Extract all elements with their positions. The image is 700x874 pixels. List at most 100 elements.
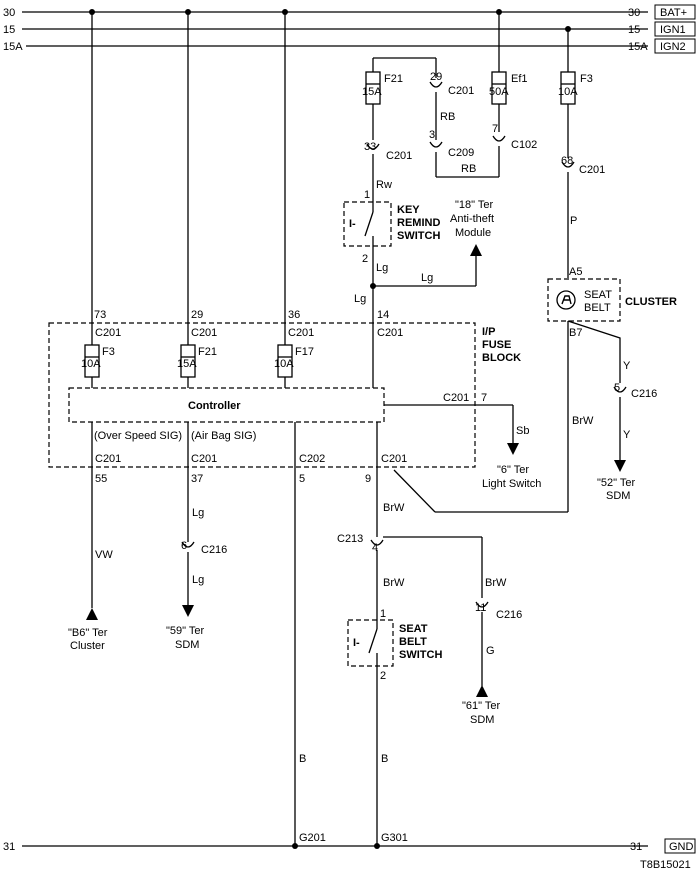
rail-ign2-tag: IGN2	[660, 41, 686, 53]
fuse-block-title2: FUSE	[482, 339, 511, 351]
cluster-title: CLUSTER	[625, 296, 677, 308]
rail-ign1-tag: IGN1	[660, 24, 686, 36]
c201-68-pin: 68	[561, 155, 573, 167]
blk-55-pin: 55	[95, 473, 107, 485]
dest-sdm-59-2: SDM	[175, 639, 199, 651]
cluster-pin-out: B7	[569, 327, 582, 339]
wire-brw-right-label: BrW	[572, 415, 594, 427]
c209-3-name: C209	[448, 147, 474, 159]
ground-g201: G201	[299, 832, 326, 844]
seat-belt-switch: 1 I- SEAT BELT SWITCH 2 B	[347, 608, 442, 846]
blk-7-pin: 7	[481, 392, 487, 404]
connector-c201-68: 68 C201 P	[561, 155, 605, 278]
dest-sdm-59-1: "59" Ter	[166, 625, 205, 637]
wire-brw-sdm: BrW	[485, 577, 507, 589]
blk-fuse-f17-name: F17	[295, 346, 314, 358]
wire-brw-seat1: BrW	[383, 502, 405, 514]
c213-4-pin: 4	[372, 542, 378, 554]
wire-y2: Y	[623, 429, 631, 441]
key-remind-switch: 1 I- KEY REMIND SWITCH 2 Lg	[343, 189, 440, 322]
blk-fuse-f21-name: F21	[198, 346, 217, 358]
ground-left-label: 31	[3, 841, 15, 853]
blk-55-name: C201	[95, 453, 121, 465]
wire-rw: Rw	[376, 179, 392, 191]
rail-bat-tag: BAT+	[660, 7, 687, 19]
blk-36-name: C201	[288, 327, 314, 339]
rail-ign2-right-label: 15A	[628, 41, 648, 53]
c209-3-pin: 3	[429, 129, 435, 141]
connector-c213-4: C213 4 BrW BrW	[337, 533, 507, 618]
c216-11-name: C216	[496, 609, 522, 621]
rail-bat: 30 30 BAT+	[3, 4, 696, 20]
c201-33-name: C201	[386, 150, 412, 162]
sig-airbag: (Air Bag SIG)	[191, 430, 256, 442]
blk-5-name: C202	[299, 453, 325, 465]
fuse-f3-top: F3 10A	[558, 29, 593, 158]
fuse-ef1-name: Ef1	[511, 73, 528, 85]
wire-brw-seat2: BrW	[383, 577, 405, 589]
dest-anti-theft-2: Anti-theft	[450, 213, 494, 225]
c216-11-pin: 11	[475, 602, 486, 614]
fuse-f21-top-rating: 15A	[362, 86, 382, 98]
key-switch-title3: SWITCH	[397, 230, 440, 242]
fuse-block-title3: BLOCK	[482, 352, 521, 364]
wire-to-sdm-59: Lg 6 C216 Lg "59" Ter SDM	[166, 507, 227, 651]
wire-rb2: RB	[461, 163, 476, 175]
blk-fuse-f3-name: F3	[102, 346, 115, 358]
dest-light-switch-1: "6" Ter	[497, 464, 529, 476]
c201-29-pin: 29	[430, 71, 442, 83]
cluster-module: A5 SEAT BELT CLUSTER B7	[547, 266, 677, 339]
sig-overspeed: (Over Speed SIG)	[94, 430, 182, 442]
dest-anti-theft-3: Module	[455, 227, 491, 239]
ground-right-label: 31	[630, 841, 642, 853]
fuse-f21-top: F21 15A	[362, 57, 437, 140]
figure-id: T8B15021	[640, 859, 691, 871]
wire-y1: Y	[623, 360, 631, 372]
dest-anti-theft-1: "18" Ter	[455, 199, 494, 211]
c201-29-name: C201	[448, 85, 474, 97]
rail-ign2-left-label: 15A	[3, 41, 23, 53]
blk-37-pin: 37	[191, 473, 203, 485]
dest-cluster-b6-1: "B6" Ter	[68, 627, 108, 639]
fuse-f3-top-name: F3	[580, 73, 593, 85]
dest-sdm-61-1: "61" Ter	[462, 700, 501, 712]
rail-ign2: 15A 15A IGN2	[3, 38, 696, 54]
wire-lg-sdm1: Lg	[192, 507, 204, 519]
key-switch-pin-top: 1	[364, 189, 370, 201]
cluster-pin-in: A5	[569, 266, 582, 278]
blk-7-name: C201	[443, 392, 469, 404]
rail-ign1: 15 15 IGN1	[3, 21, 696, 37]
dest-sdm-52-1: "52" Ter	[597, 477, 636, 489]
seat-switch-pin-top: 1	[380, 608, 386, 620]
wire-to-sdm-52: Y 5 C216 Y "52" Ter SDM	[567, 320, 657, 502]
rail-ign1-left-label: 15	[3, 24, 15, 36]
connector-c201-29: 29 C201 RB	[429, 71, 474, 140]
rail-bat-right-label: 30	[628, 7, 640, 19]
c102-7-name: C102	[511, 139, 537, 151]
wire-to-light-switch: C201 7 Sb "6" Ter Light Switch	[384, 392, 541, 490]
connector-c201-33: 33 C201 Rw	[364, 141, 412, 202]
ground-g301: G301	[381, 832, 408, 844]
wire-lg-switch: Lg	[376, 262, 388, 274]
fuse-ef1: Ef1 50A	[489, 12, 528, 132]
fuse-ef1-rating: 50A	[489, 86, 509, 98]
blk-37-name: C201	[191, 453, 217, 465]
wire-to-sdm-61: 11 C216 G "61" Ter SDM	[462, 601, 522, 726]
wire-to-anti-theft: Lg Lg "18" Ter Anti-theft Module	[354, 199, 494, 305]
blk-73-pin: 73	[94, 309, 106, 321]
wire-b2: B	[381, 753, 388, 765]
c216-5-name: C216	[631, 388, 657, 400]
c216-5-pin: 5	[614, 382, 620, 394]
rail-ign1-right-label: 15	[628, 24, 640, 36]
c201-68-name: C201	[579, 164, 605, 176]
blk-73-name: C201	[95, 327, 121, 339]
wire-to-cluster-b6: VW "B6" Ter Cluster	[68, 549, 113, 652]
wire-vw: VW	[95, 549, 113, 561]
seat-switch-title3: SWITCH	[399, 649, 442, 661]
seat-switch-pin-bottom: 2	[380, 670, 386, 682]
blk-14-name: C201	[377, 327, 403, 339]
dest-sdm-61-2: SDM	[470, 714, 494, 726]
blk-14-pin: 14	[377, 309, 389, 321]
